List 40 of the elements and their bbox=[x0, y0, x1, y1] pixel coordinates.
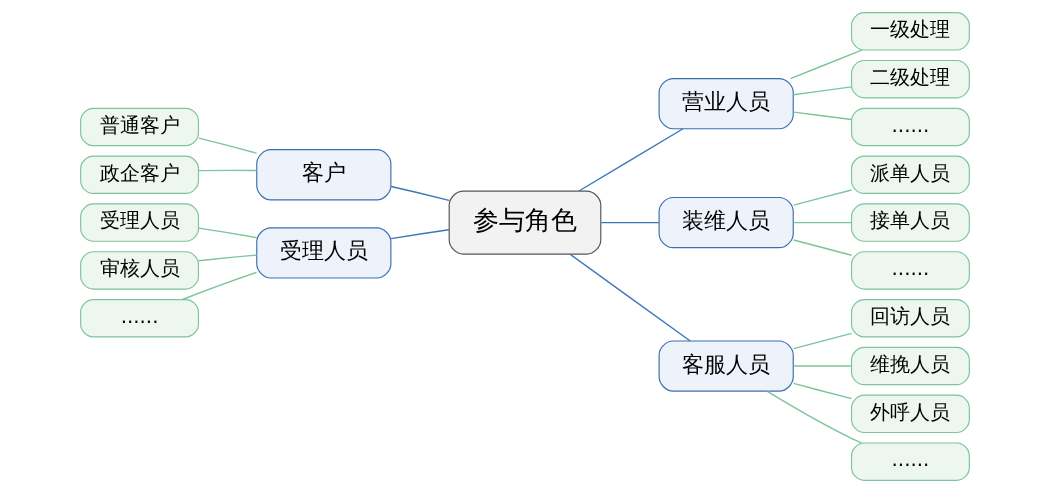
connector bbox=[766, 390, 862, 444]
node-box: 受理人员 bbox=[255, 227, 391, 279]
node-box: ...... bbox=[850, 251, 970, 290]
connector bbox=[792, 239, 852, 256]
connector bbox=[792, 111, 852, 121]
connector bbox=[197, 137, 257, 154]
node-box: 客服人员 bbox=[658, 340, 794, 392]
node-box: ...... bbox=[850, 107, 970, 147]
node-box: 营业人员 bbox=[658, 77, 794, 130]
node-box: 接单人员 bbox=[850, 203, 970, 242]
node-box: 受理人员 bbox=[79, 203, 199, 242]
node-box: 二级处理 bbox=[850, 59, 970, 99]
connector bbox=[789, 49, 862, 80]
node-box: 客户 bbox=[255, 149, 391, 201]
connector bbox=[792, 365, 852, 367]
node-box: 一级处理 bbox=[850, 12, 970, 51]
connector bbox=[197, 169, 257, 172]
node-box: 派单人员 bbox=[850, 155, 970, 195]
node-box: 政企客户 bbox=[79, 155, 199, 195]
node-box: 普通客户 bbox=[79, 107, 199, 147]
connector bbox=[792, 189, 852, 206]
node-box: 回访人员 bbox=[850, 298, 970, 338]
connector bbox=[792, 86, 852, 96]
node-box: 装维人员 bbox=[658, 196, 794, 249]
connector bbox=[577, 128, 684, 192]
node-box: ...... bbox=[79, 298, 199, 338]
node-box: 参与角色 bbox=[448, 190, 601, 255]
connector bbox=[569, 253, 691, 342]
connector bbox=[390, 229, 450, 240]
connector bbox=[390, 185, 450, 202]
connector bbox=[197, 227, 257, 239]
node-box: 审核人员 bbox=[79, 251, 199, 290]
connector bbox=[600, 221, 660, 224]
node-box: ...... bbox=[850, 442, 970, 481]
node-box: 外呼人员 bbox=[850, 394, 970, 434]
connector bbox=[792, 221, 852, 224]
node-box: 维挽人员 bbox=[850, 346, 970, 386]
connector bbox=[792, 332, 852, 350]
connector bbox=[792, 382, 852, 400]
connector bbox=[197, 254, 257, 262]
